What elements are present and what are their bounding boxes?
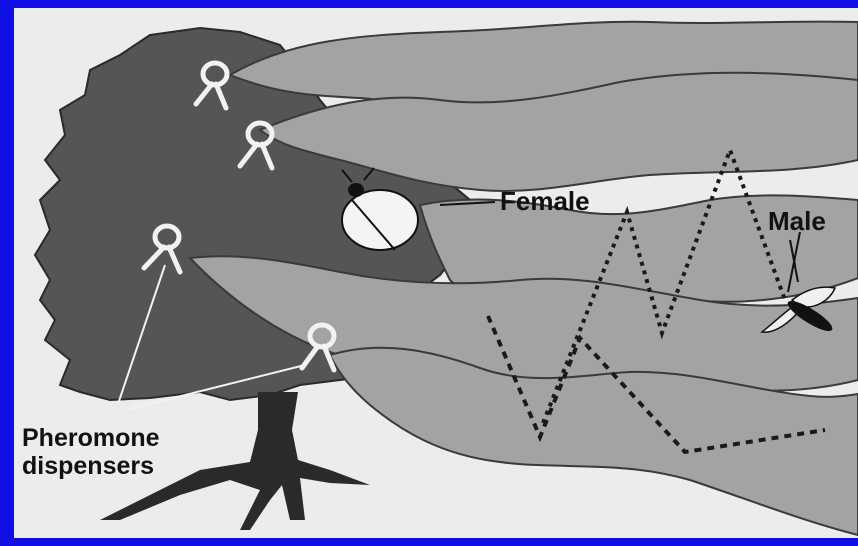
label-female: Female	[500, 186, 590, 216]
label-pheromone-line1: Pheromone	[22, 424, 160, 452]
label-pheromone-line2: dispensers	[22, 452, 154, 480]
label-male: Male	[768, 206, 826, 236]
